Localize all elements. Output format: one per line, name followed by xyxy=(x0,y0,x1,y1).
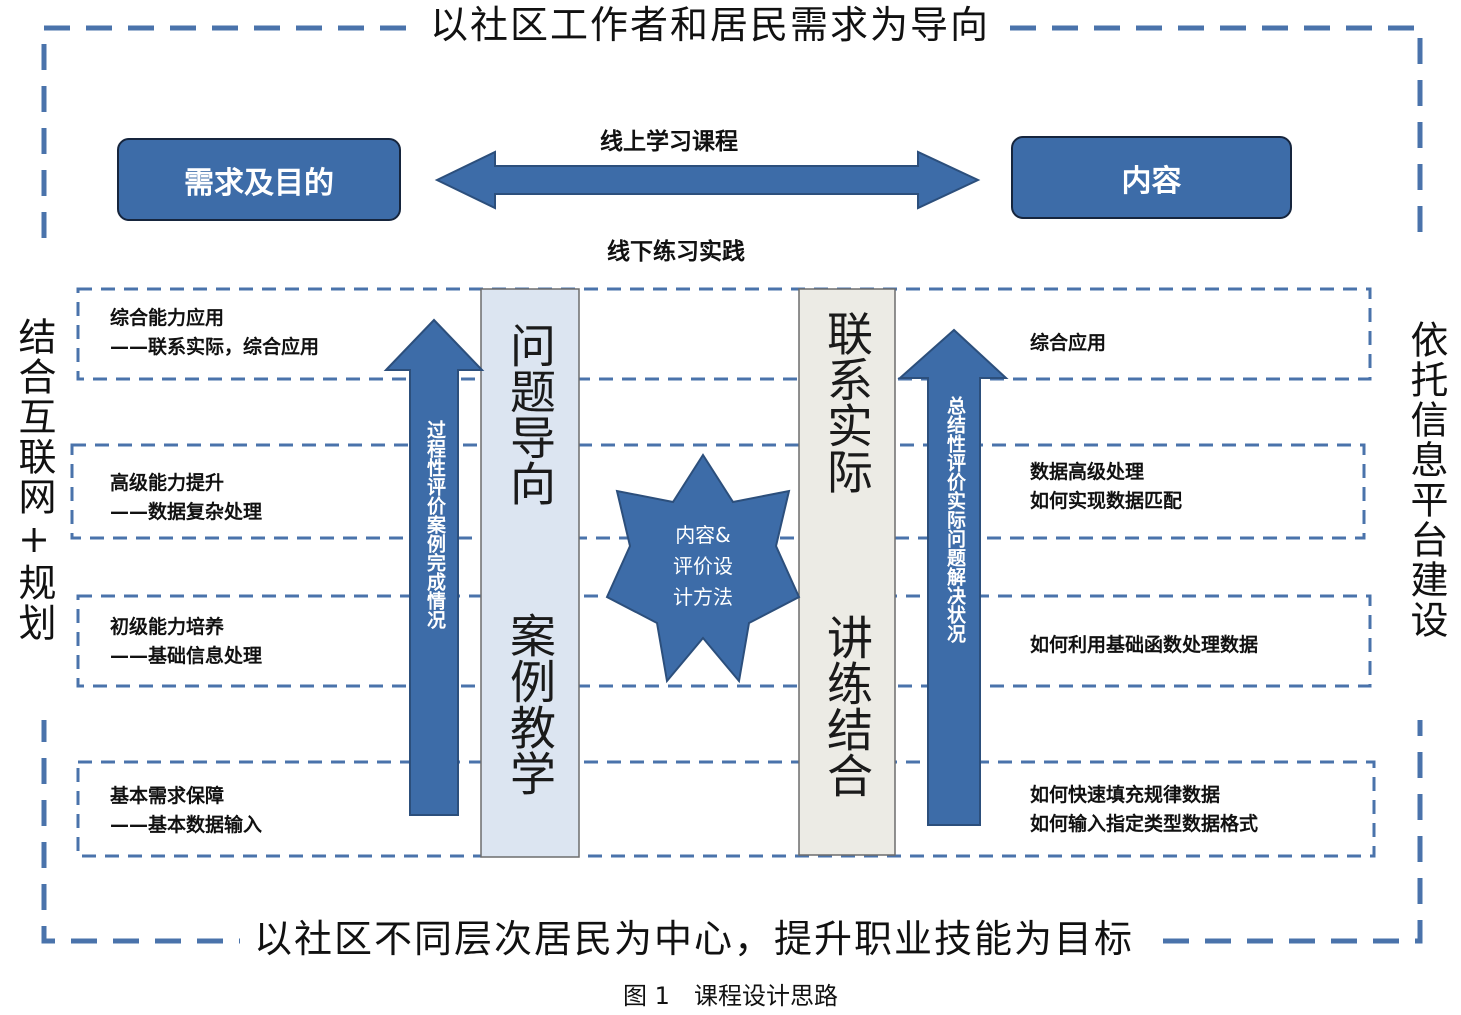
top-title: 以社区工作者和居民需求为导向 xyxy=(416,0,1005,50)
offline-practice-label: 线下练习实践 xyxy=(607,239,745,265)
star-text-line3: 计方法 xyxy=(673,585,733,609)
row-box-1 xyxy=(76,287,1372,381)
content-box: 内容 xyxy=(1011,136,1292,219)
left-side-label: 结合互联网+规划 xyxy=(8,240,64,720)
column-left-bottom-text: 案例教学 xyxy=(503,612,557,796)
row-left-4-detail: ——基本数据输入 xyxy=(110,814,263,836)
double-arrow xyxy=(434,150,981,210)
up-arrow-left xyxy=(383,318,485,816)
up-arrow-right xyxy=(897,328,1009,826)
row-right-4-detail: 如何输入指定类型数据格式 xyxy=(1030,813,1259,835)
row-right-1-title: 综合应用 xyxy=(1030,332,1107,354)
row-left-3: 初级能力培养 ——基础信息处理 xyxy=(110,613,262,671)
row-left-1-detail: ——联系实际，综合应用 xyxy=(110,336,320,358)
star-text: 内容& 评价设 计方法 xyxy=(640,520,766,613)
row-right-1: 综合应用 xyxy=(1030,329,1106,358)
row-right-2-detail: 如何实现数据匹配 xyxy=(1030,490,1183,512)
arrow-left-text: 过程性评价案例完成情况 xyxy=(424,420,446,629)
star-shape xyxy=(605,453,801,684)
row-left-2: 高级能力提升 ——数据复杂处理 xyxy=(110,469,262,527)
row-left-1-title: 综合能力应用 xyxy=(110,307,225,329)
online-course-label: 线上学习课程 xyxy=(600,129,738,155)
row-left-4: 基本需求保障 ——基本数据输入 xyxy=(110,782,262,840)
column-right-top-text: 联系实际 xyxy=(820,310,874,494)
row-left-3-title: 初级能力培养 xyxy=(110,616,225,638)
row-left-2-title: 高级能力提升 xyxy=(110,472,225,494)
star-text-line2: 评价设 xyxy=(673,554,733,578)
row-box-4 xyxy=(76,760,1376,858)
column-right xyxy=(798,288,896,856)
row-right-3: 如何利用基础函数处理数据 xyxy=(1030,631,1258,660)
row-left-3-detail: ——基础信息处理 xyxy=(110,645,263,667)
figure-caption: 图 1 课程设计思路 xyxy=(623,982,838,1010)
column-left xyxy=(480,288,580,858)
bottom-title: 以社区不同层次居民为中心，提升职业技能为目标 xyxy=(240,914,1149,964)
row-right-4-title: 如何快速填充规律数据 xyxy=(1030,784,1221,806)
needs-purpose-box: 需求及目的 xyxy=(117,138,401,221)
star-text-line1: 内容& xyxy=(675,523,731,547)
column-right-bottom-text: 讲练结合 xyxy=(820,614,874,798)
right-side-label: 依托信息平台建设 xyxy=(1400,240,1456,720)
row-left-2-detail: ——数据复杂处理 xyxy=(110,501,263,523)
arrow-right-text: 总结性评价实际问题解决状况 xyxy=(944,396,966,643)
row-left-1: 综合能力应用 ——联系实际，综合应用 xyxy=(110,304,319,362)
column-left-top-text: 问题导向 xyxy=(503,322,557,506)
row-right-2-title: 数据高级处理 xyxy=(1030,461,1145,483)
row-right-2: 数据高级处理 如何实现数据匹配 xyxy=(1030,458,1182,516)
row-right-4: 如何快速填充规律数据 如何输入指定类型数据格式 xyxy=(1030,781,1258,839)
row-right-3-title: 如何利用基础函数处理数据 xyxy=(1030,634,1259,656)
row-left-4-title: 基本需求保障 xyxy=(110,785,225,807)
